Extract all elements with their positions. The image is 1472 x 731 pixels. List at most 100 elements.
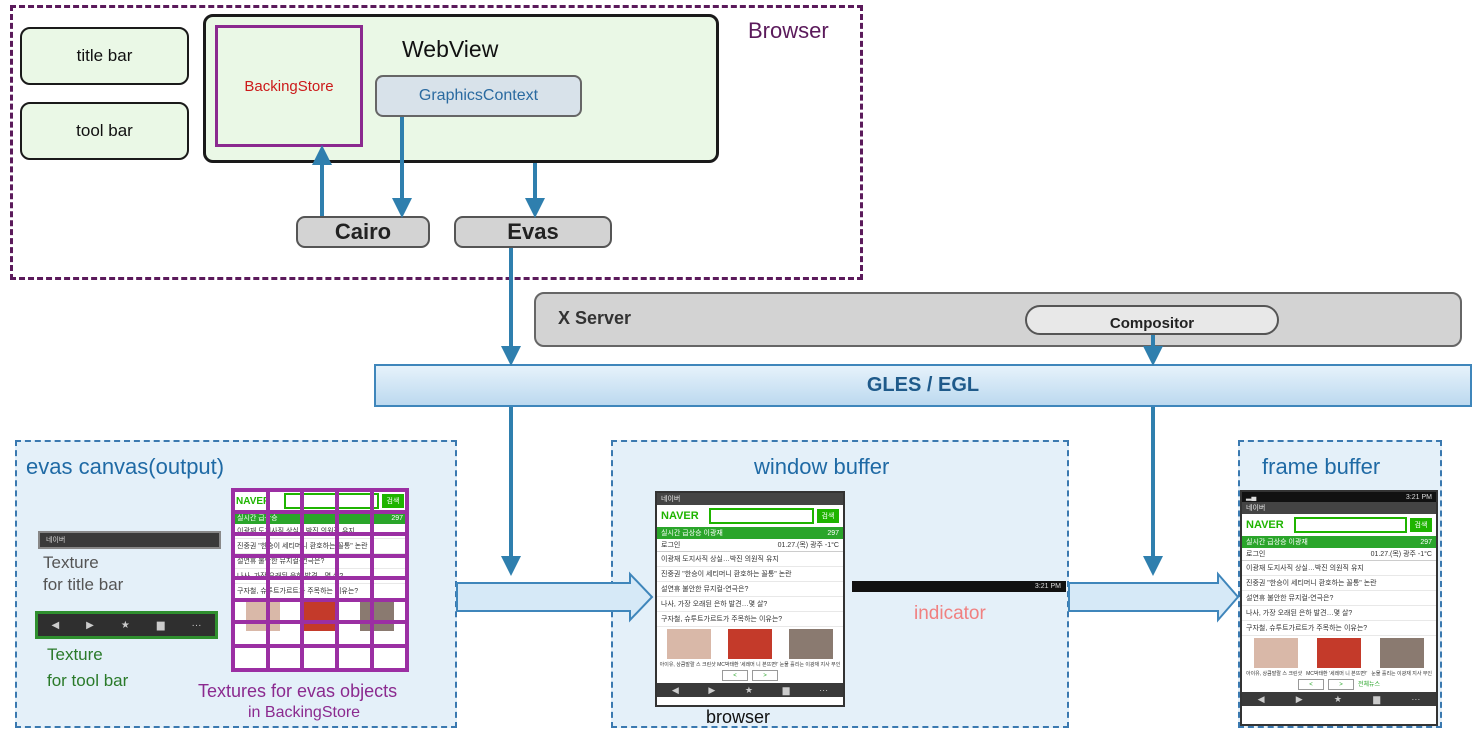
fb-trend-rank: 297 [1420, 538, 1432, 546]
bs-line-2: 진중권 "한승이 세티머니 환호하는 꼴통" 논란 [233, 539, 407, 554]
wb-search-input [709, 508, 814, 524]
xserver-label: X Server [558, 308, 632, 328]
fb-search-button: 검색 [1410, 518, 1432, 532]
wb-search-button: 검색 [817, 509, 839, 523]
fb-forward-icon[interactable]: ▶ [1295, 693, 1303, 704]
bs-trend-bar: 실시간 급상승 297 [233, 512, 407, 524]
wb-trend-bar: 실시간 급상승 이광재 297 [657, 527, 843, 539]
fb-line-1: 이광재 도지사직 상실…박진 의원직 유지 [1242, 561, 1436, 576]
bs-line-3: 설연휴 불안한 뮤지컬-연극은? [233, 554, 407, 569]
fb-next-button[interactable]: > [1327, 679, 1354, 690]
wb-star-icon[interactable]: ★ [744, 684, 753, 695]
browser-label: Browser [748, 18, 829, 43]
tool-bar-box: tool bar [20, 102, 189, 160]
textures-caption-line2: in BackingStore [248, 704, 361, 721]
gles-egl-bar: GLES / EGL [374, 364, 1472, 407]
texture-tool-line1: Texture [47, 645, 103, 664]
wb-line-2: 진중권 "한승이 세티머니 환호하는 꼴통" 논란 [657, 567, 843, 582]
wb-date: 01.27.(목) 광주 -1°C [777, 542, 839, 549]
backing-store-label: BackingStore [244, 77, 334, 95]
wb-line-1: 이광재 도지사직 상실…박진 의원직 유지 [657, 552, 843, 567]
bs-line-4: 나사, 가장 오래된 은하 발견…몇 살? [233, 569, 407, 584]
tb-more-icon: ··· [191, 619, 202, 631]
compositor-label: Compositor [1109, 315, 1195, 332]
tb-forward-icon: ▶ [86, 619, 94, 631]
fb-star-icon[interactable]: ★ [1333, 693, 1342, 704]
bs-trend-label: 실시간 급상승 [237, 515, 278, 522]
wb-photo-1 [667, 629, 712, 659]
bs-photo-2 [302, 601, 337, 631]
frame-buffer-title: frame buffer [1262, 454, 1381, 479]
graphics-context-box: GraphicsContext [375, 75, 582, 117]
bs-line-5: 구자철, 슈투트가르트가 주목하는 이유는? [233, 584, 407, 599]
fb-more-link[interactable]: 전체뉴스 [1357, 682, 1381, 688]
title-bar-texture-text: 네이버 [46, 537, 66, 544]
textures-caption-line1: Textures for evas objects [198, 681, 398, 701]
window-to-frame-block-arrow [1068, 571, 1240, 623]
bs-search-input [284, 493, 379, 509]
texture-tool-line2: for tool bar [47, 671, 129, 690]
tb-tabs-icon: ▆ [156, 619, 165, 631]
backing-store-page: NAVER 검색 실시간 급상승 297 이광재 도지사직 상실…박진 의원직 … [233, 490, 407, 670]
title-bar-box: title bar [20, 27, 189, 85]
bs-search-button: 검색 [382, 494, 404, 508]
wb-login-row: 로그인 01.27.(목) 광주 -1°C [657, 539, 843, 552]
wb-app-title: 네이버 [657, 493, 843, 505]
window-buffer-title: window buffer [754, 454, 890, 479]
wb-next-button[interactable]: > [752, 670, 778, 681]
wb-line-4: 나사, 가장 오래된 은하 발견…몇 살? [657, 597, 843, 612]
frame-buffer-phone: ▂▄ 3:21 PM 네이버 NAVER 검색 실시간 급상승 이광재 297 … [1240, 490, 1438, 726]
cairo-box: Cairo [296, 216, 430, 248]
indicator-label: indicator [914, 603, 986, 624]
wb-nav-bar: ◀ ▶ ★ ▆ ··· [657, 683, 843, 697]
window-buffer-phone: 네이버 NAVER 검색 실시간 급상승 이광재 297 로그인 01.27.(… [655, 491, 845, 707]
indicator-strip: 3:21 PM [852, 581, 1066, 592]
tool-bar-texture: ◀ ▶ ★ ▆ ··· [35, 611, 218, 639]
texture-title-line2: for title bar [43, 575, 124, 594]
wb-tabs-icon[interactable]: ▆ [782, 684, 790, 695]
fb-trend-bar: 실시간 급상승 이광재 297 [1242, 536, 1436, 548]
fb-trend-label: 실시간 급상승 [1246, 539, 1287, 546]
compositor-box: Compositor [1025, 305, 1279, 335]
indicator-time: 3:21 PM [1034, 583, 1061, 590]
bs-trend-rank: 297 [391, 514, 403, 522]
fb-login: 로그인 [1246, 551, 1266, 558]
wb-line-3: 설연휴 불안한 뮤지컬-연극은? [657, 582, 843, 597]
fb-signal-icon: ▂▄ [1246, 494, 1257, 501]
wb-forward-icon[interactable]: ▶ [708, 684, 716, 695]
fb-photo-2 [1316, 638, 1361, 668]
fb-prev-button[interactable]: < [1297, 679, 1324, 690]
wb-caption-2: MC박태환 '세레머 니 본뜨면!' [717, 662, 779, 668]
fb-logo: NAVER [1246, 519, 1284, 531]
xserver-box [534, 292, 1462, 347]
fb-back-icon[interactable]: ◀ [1257, 693, 1265, 704]
fb-line-4: 나사, 가장 오래된 은하 발견…몇 살? [1242, 606, 1436, 621]
evas-box: Evas [454, 216, 612, 248]
fb-photo-3 [1380, 638, 1425, 668]
fb-photo-1 [1253, 638, 1298, 668]
fb-line-2: 진중권 "한승이 세티머니 환호하는 꼴통" 논란 [1242, 576, 1436, 591]
bs-line-1: 이광재 도지사직 상실…박진 의원직 유지 [233, 524, 407, 539]
wb-photo-3 [788, 629, 833, 659]
fb-trend-item: 이광재 [1288, 539, 1308, 546]
fb-date: 01.27.(목) 광주 -1°C [1370, 551, 1432, 558]
wb-back-icon[interactable]: ◀ [671, 684, 679, 695]
fb-tabs-icon[interactable]: ▆ [1373, 693, 1381, 704]
backing-store-box: BackingStore [215, 25, 363, 147]
fb-line-3: 설연휴 불안한 뮤지컬-연극은? [1242, 591, 1436, 606]
bs-photo-1 [246, 601, 281, 631]
bs-photo-3 [359, 601, 394, 631]
fb-status-bar: ▂▄ 3:21 PM [1242, 492, 1436, 502]
browser-region [10, 5, 863, 280]
wb-caption-1: 아이유, 상큼발랄 스 크린샷 [659, 662, 716, 668]
title-bar-texture: 네이버 [38, 531, 221, 549]
fb-app-title: 네이버 [1242, 502, 1436, 514]
fb-more-icon[interactable]: ··· [1411, 694, 1421, 704]
wb-prev-button[interactable]: < [722, 670, 748, 681]
fb-status-time: 3:21 PM [1405, 493, 1432, 501]
tb-back-icon: ◀ [51, 619, 60, 631]
fb-line-5: 구자철, 슈투트가르트가 주목하는 이유는? [1242, 621, 1436, 636]
wb-more-icon[interactable]: ··· [819, 685, 829, 695]
graphics-context-label: GraphicsContext [418, 87, 539, 104]
browser-caption: browser [706, 707, 771, 727]
